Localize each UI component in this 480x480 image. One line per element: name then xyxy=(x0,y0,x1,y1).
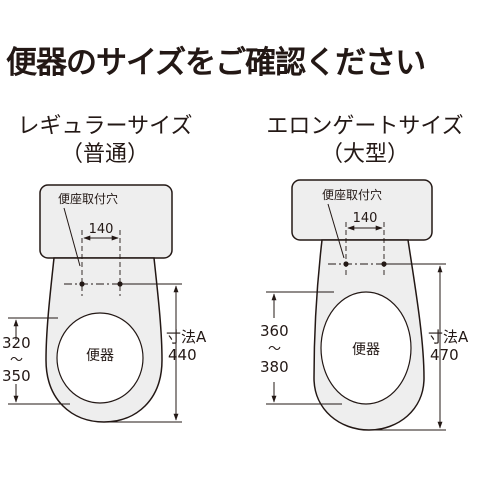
elongated-bowl-label: 便器 xyxy=(352,342,380,358)
elongated-size-title: エロンゲートサイズ xyxy=(266,114,464,139)
elongated-dim-a-label: 寸法A xyxy=(428,328,469,346)
elongated-bowl-opening xyxy=(320,291,412,405)
regular-range-bottom: 350 xyxy=(2,367,31,385)
regular-range-top: 320 xyxy=(2,334,31,352)
elongated-range-bottom: 380 xyxy=(260,358,289,376)
regular-hole-left xyxy=(79,281,85,287)
elongated-size-subtitle: （大型） xyxy=(320,141,409,167)
elongated-range-separator: ～ xyxy=(268,342,281,357)
elongated-toilet-drawing: 便器 便座取付穴 140 寸法A 470 360 ～ 380 xyxy=(260,179,469,431)
regular-hole-pointer xyxy=(63,207,81,267)
regular-hole-right xyxy=(117,281,123,287)
elongated-size-heading: エロンゲートサイズ （大型） xyxy=(250,113,480,168)
regular-dim-a-value: 440 xyxy=(168,346,197,364)
regular-bowl-opening xyxy=(56,312,144,404)
regular-size-subtitle: （普通） xyxy=(60,141,149,167)
elongated-dim-a-value: 470 xyxy=(430,346,459,364)
elongated-hole-label: 便座取付穴 xyxy=(322,187,382,202)
regular-hole-label: 便座取付穴 xyxy=(58,191,118,206)
elongated-hole-right xyxy=(381,261,387,267)
regular-size-title: レギュラーサイズ xyxy=(17,114,193,139)
elongated-range-top: 360 xyxy=(260,322,289,340)
regular-range-separator: ～ xyxy=(10,353,23,368)
elongated-hole-left xyxy=(343,261,349,267)
regular-toilet-drawing: 便器 便座取付穴 140 寸法A 440 320 ～ 350 xyxy=(2,184,207,423)
regular-size-heading: レギュラーサイズ （普通） xyxy=(0,113,210,168)
regular-bowl-label: 便器 xyxy=(86,348,114,364)
regular-pitch-value: 140 xyxy=(89,222,114,237)
elongated-pitch-value: 140 xyxy=(353,211,378,226)
regular-dim-a-label: 寸法A xyxy=(166,328,207,346)
page-title: 便器のサイズをご確認ください xyxy=(6,45,426,81)
elongated-hole-pointer xyxy=(327,203,345,259)
